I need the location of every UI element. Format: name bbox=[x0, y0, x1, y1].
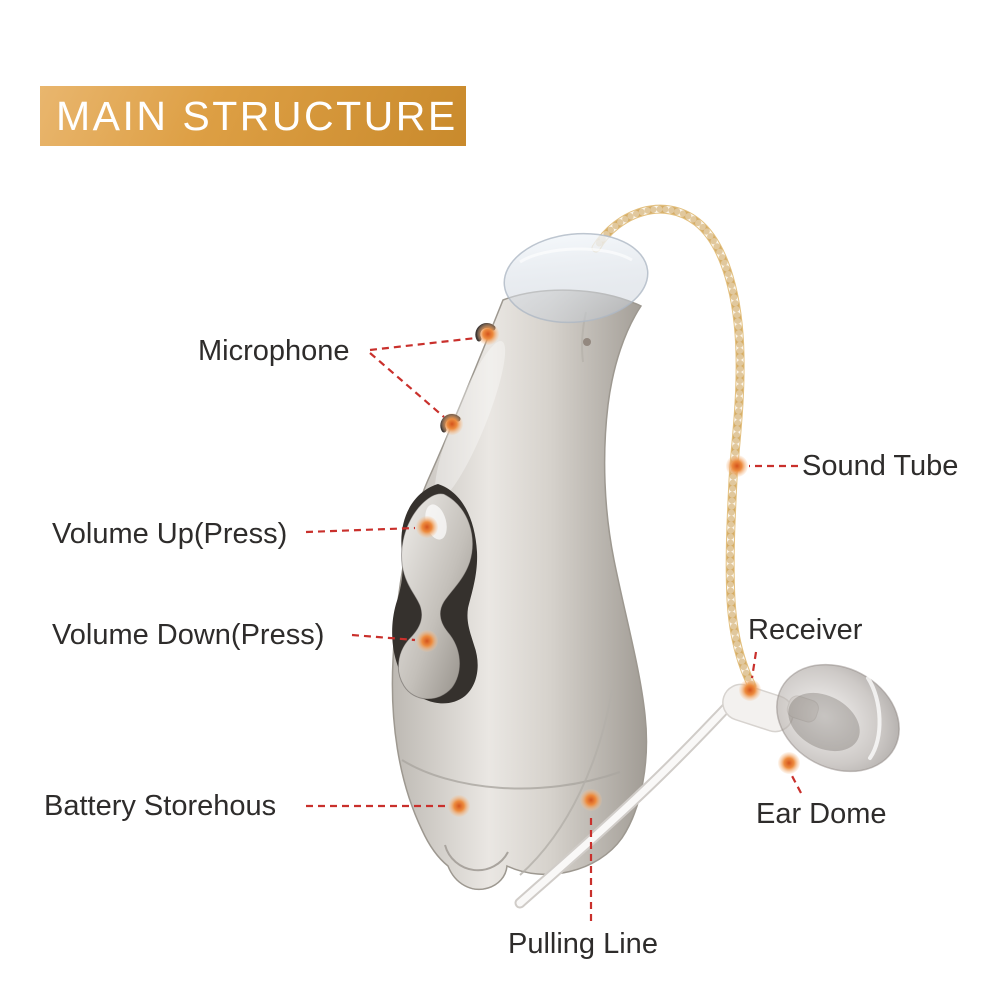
leader-line-receiver bbox=[750, 651, 758, 679]
transparent-cap bbox=[503, 232, 649, 324]
marker-receiver bbox=[739, 679, 761, 701]
marker-dots bbox=[416, 323, 800, 817]
sound-tube bbox=[591, 204, 757, 691]
banner: MAIN STRUCTURE bbox=[40, 86, 466, 146]
volume-rocker bbox=[392, 484, 478, 704]
device-body bbox=[391, 289, 648, 890]
leader-line-volume-up bbox=[305, 526, 416, 534]
label-pulling-line: Pulling Line bbox=[508, 928, 658, 960]
marker-battery bbox=[448, 795, 470, 817]
marker-microphone-2 bbox=[441, 413, 463, 435]
leader-lines bbox=[305, 336, 802, 921]
marker-volume-down bbox=[416, 630, 438, 652]
label-volume-down: Volume Down(Press) bbox=[52, 619, 325, 651]
banner-title: MAIN STRUCTURE bbox=[56, 92, 458, 139]
marker-microphone-1 bbox=[477, 323, 499, 345]
leader-line-microphone-2 bbox=[369, 352, 445, 418]
label-battery-storehouse: Battery Storehous bbox=[44, 790, 277, 822]
marker-pulling-line bbox=[580, 789, 602, 811]
leader-line-microphone-1 bbox=[369, 336, 477, 352]
marker-volume-up bbox=[416, 516, 438, 538]
label-microphone: Microphone bbox=[198, 335, 350, 367]
marker-ear-dome bbox=[778, 752, 800, 774]
ear-dome bbox=[776, 663, 900, 773]
pulling-line bbox=[514, 700, 734, 909]
label-volume-up: Volume Up(Press) bbox=[52, 518, 288, 550]
marker-sound-tube bbox=[726, 455, 748, 477]
label-sound-tube: Sound Tube bbox=[802, 450, 959, 482]
label-receiver: Receiver bbox=[748, 614, 863, 646]
leader-line-ear-dome bbox=[790, 773, 802, 794]
label-ear-dome: Ear Dome bbox=[756, 798, 887, 830]
leader-line-volume-down bbox=[351, 633, 416, 642]
